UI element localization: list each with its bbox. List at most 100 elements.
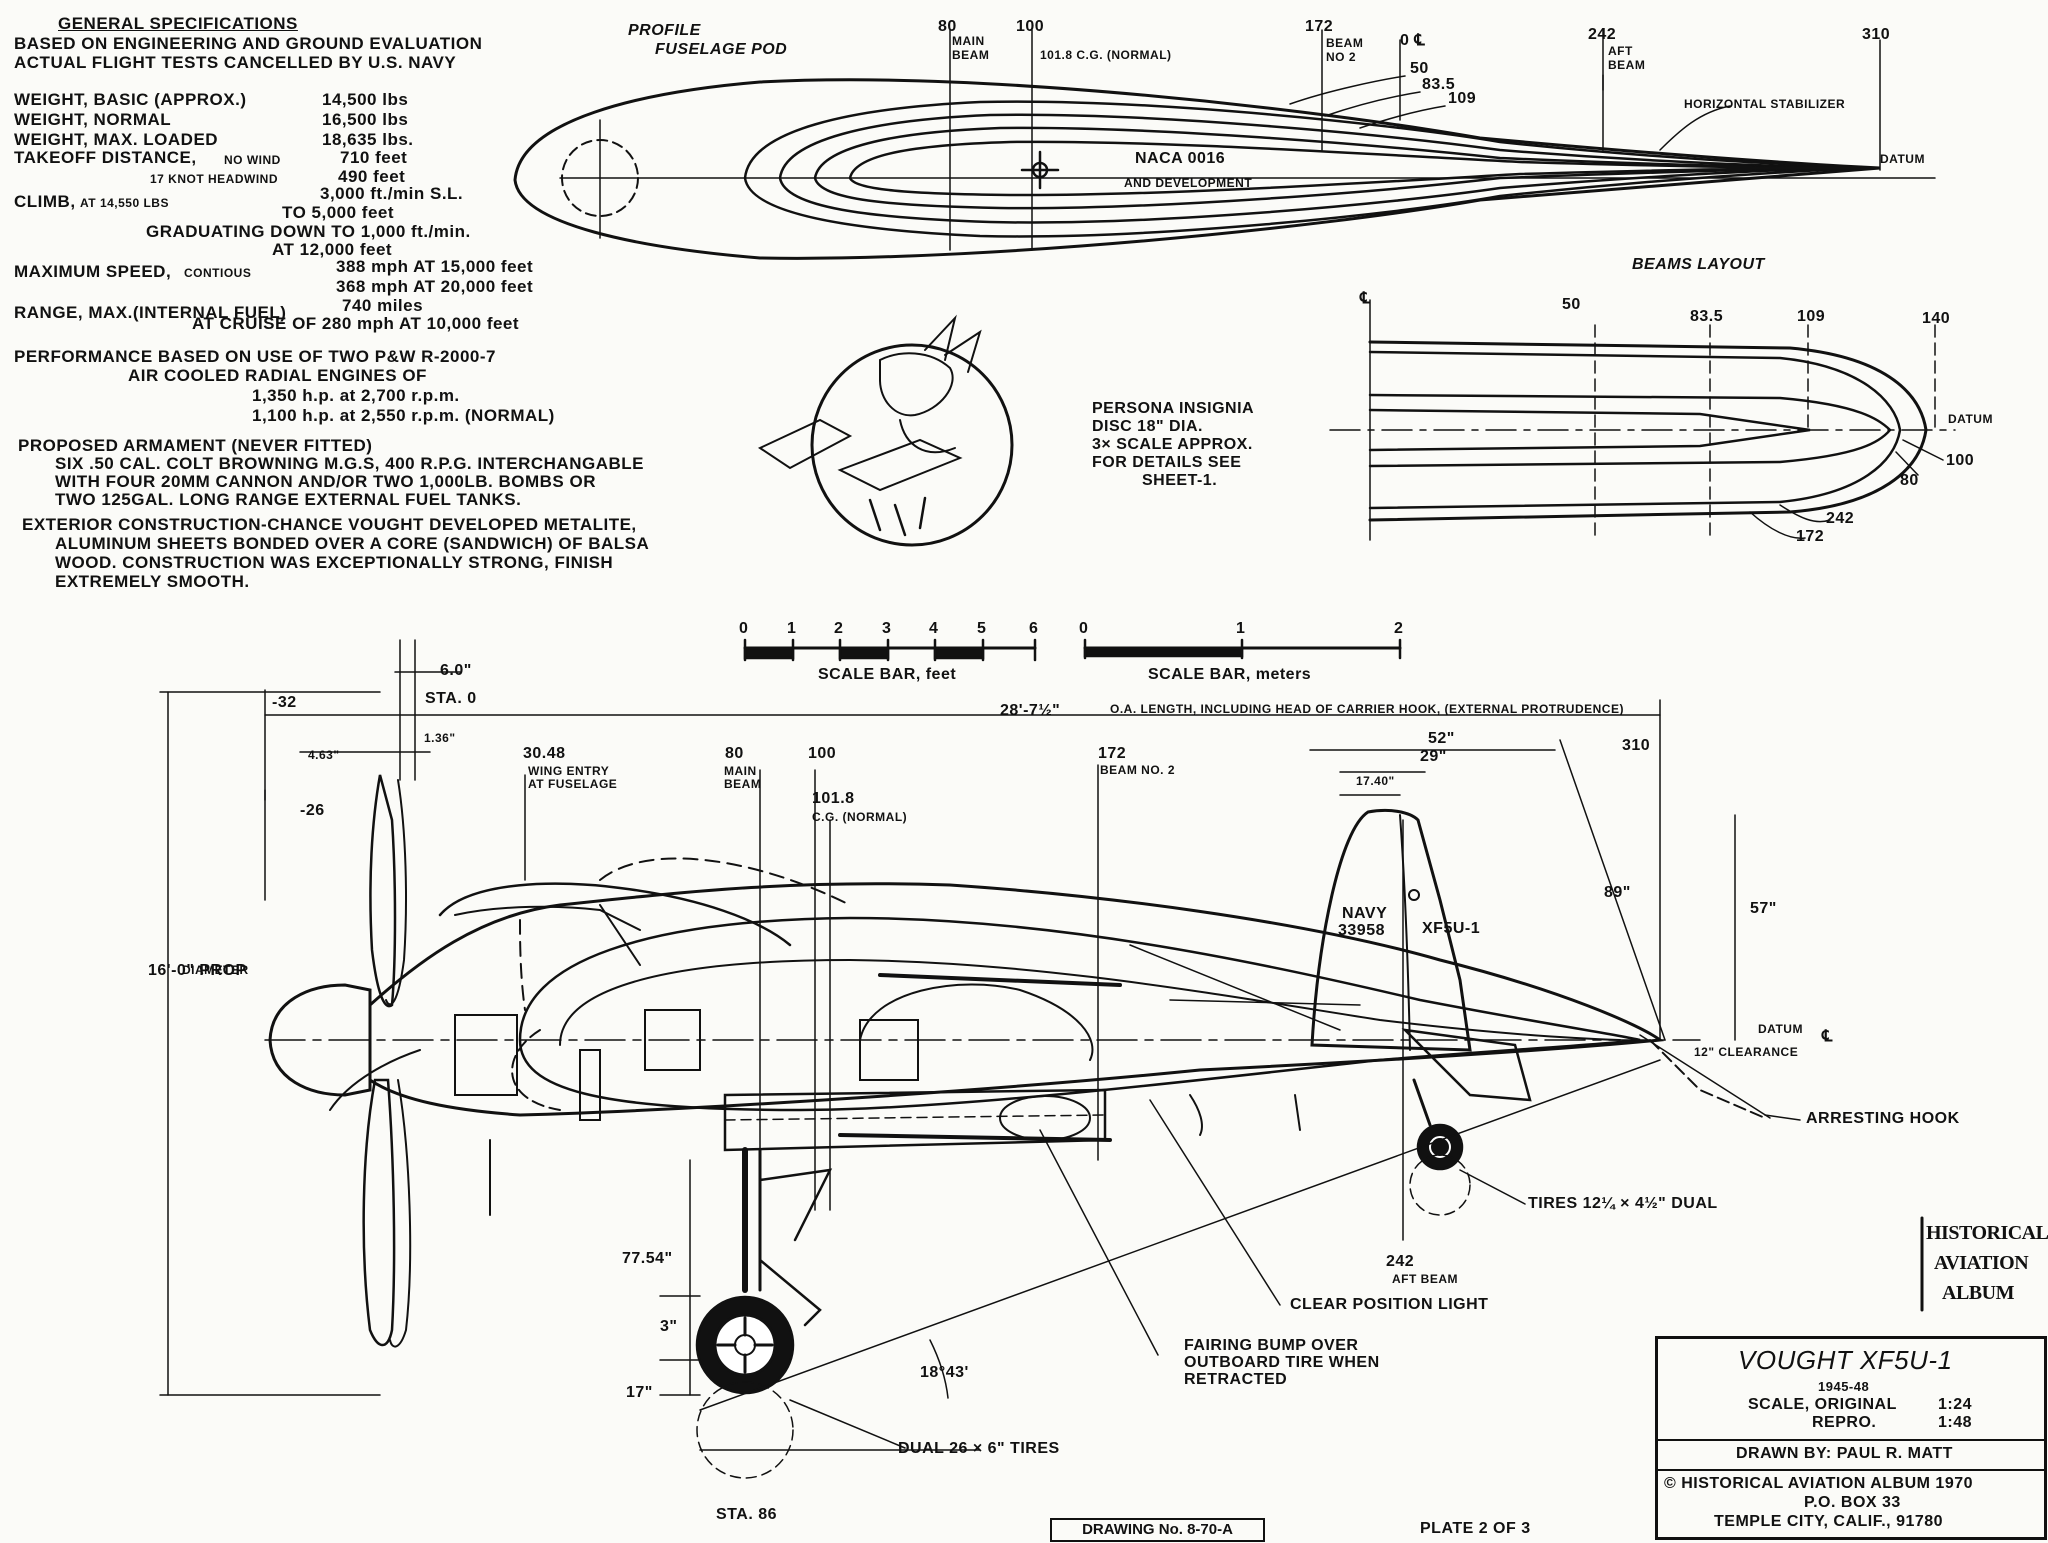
scale-bars: [743, 638, 1402, 662]
takeoff-note: NO WIND: [224, 153, 281, 167]
title-drawn-by: DRAWN BY: PAUL R. MATT: [1736, 1445, 1953, 1462]
scale-m-label: SCALE BAR, meters: [1148, 666, 1312, 683]
arresting-hook-label: ARRESTING HOOK: [1806, 1110, 1960, 1127]
climb-line-3: AT 12,000 feet: [272, 240, 393, 259]
side-aft-beam: AFT BEAM: [1392, 1272, 1458, 1286]
side-sta-172: 172: [1098, 745, 1127, 762]
profile-sta-242: 242: [1588, 26, 1617, 43]
weight-max-value: 18,635 lbs.: [322, 130, 414, 149]
tail-serial: 33958: [1338, 922, 1385, 939]
historical-aviation-album-stamp: HISTORICAL AVIATION ALBUM: [1920, 1214, 2048, 1314]
scale-feet-label: SCALE BAR, feet: [818, 666, 957, 683]
beams-label-80: 80: [1900, 472, 1919, 489]
side-centerline: ℄: [1822, 1028, 1833, 1045]
sta-86-label: STA. 86: [716, 1506, 777, 1523]
profile-main-beam-1: MAIN: [952, 34, 985, 48]
profile-aft-beam-2: BEAM: [1608, 58, 1646, 72]
side-sta-100: 100: [808, 745, 837, 762]
fuselage-pod-profile: [513, 29, 1936, 260]
title-po-box: P.O. BOX 33: [1804, 1494, 1901, 1511]
dim-77-54: 77.54": [622, 1250, 673, 1267]
dim-1-36: 1.36": [424, 731, 456, 745]
title-scale-label: SCALE, ORIGINAL: [1748, 1396, 1897, 1413]
range-value: 740 miles: [342, 296, 424, 315]
armament-1: PROPOSED ARMAMENT (NEVER FITTED): [18, 436, 373, 455]
insignia-line-2: DISC 18" DIA.: [1092, 418, 1203, 435]
profile-sta-80: 80: [938, 18, 957, 35]
max-speed-value-2: 368 mph AT 20,000 feet: [336, 277, 534, 296]
side-main-beam-2: BEAM: [724, 777, 762, 791]
scale-feet-tick-6: 6: [1029, 620, 1039, 637]
beams-layout-diagram: [1329, 299, 1956, 541]
takeoff-headwind-value: 490 feet: [338, 167, 406, 186]
wing-entry-note-1: WING ENTRY: [528, 764, 610, 778]
beams-label-50: 50: [1562, 296, 1581, 313]
weight-normal-label: WEIGHT, NORMAL: [14, 110, 172, 129]
profile-sta-172: 172: [1305, 18, 1334, 35]
position-light-label: CLEAR POSITION LIGHT: [1290, 1296, 1489, 1313]
exterior-3: WOOD. CONSTRUCTION WAS EXCEPTIONALLY STR…: [55, 553, 614, 572]
insignia-line-5: SHEET-1.: [1142, 472, 1218, 489]
horizontal-stabilizer-label: HORIZONTAL STABILIZER: [1684, 97, 1846, 111]
scale-feet-tick-5: 5: [977, 620, 987, 637]
scale-m-tick-2: 2: [1394, 620, 1404, 637]
specs-intro-1: BASED ON ENGINEERING AND GROUND EVALUATI…: [14, 34, 483, 53]
persona-insignia-disc: [757, 314, 1014, 547]
weight-basic-label: WEIGHT, BASIC (Approx.): [14, 90, 247, 109]
overall-length-note: O.A. LENGTH, INCLUDING HEAD OF CARRIER H…: [1110, 702, 1624, 716]
stamp-line-1: HISTORICAL: [1926, 1222, 2048, 1244]
title-scale-original: 1:24: [1938, 1396, 1973, 1413]
side-main-beam-1: MAIN: [724, 764, 757, 778]
beams-label-242: 242: [1826, 510, 1855, 527]
profile-title-2: FUSELAGE POD: [655, 41, 788, 58]
dim-89: 89": [1604, 884, 1631, 901]
scale-feet-tick-2: 2: [834, 620, 844, 637]
climb-note: AT 14,550 lbs: [80, 196, 169, 210]
insignia-line-4: FOR DETAILS SEE: [1092, 454, 1242, 471]
fairing-bump-2: OUTBOARD TIRE WHEN: [1184, 1354, 1380, 1371]
insignia-line-1: PERSONA INSIGNIA: [1092, 400, 1255, 417]
beams-title: BEAMS LAYOUT: [1632, 256, 1765, 273]
tail-clearance: 12" CLEARANCE: [1694, 1045, 1799, 1059]
drawing-number: DRAWING No. 8-70-A: [1050, 1518, 1265, 1542]
beams-centerline: ℄: [1360, 290, 1371, 307]
range-label: RANGE, MAX.(INTERNAL FUEL): [14, 303, 287, 322]
fairing-bump-1: FAIRING BUMP OVER: [1184, 1337, 1359, 1354]
side-beam2-note: BEAM No. 2: [1100, 763, 1176, 777]
fairing-bump-3: RETRACTED: [1184, 1371, 1288, 1388]
aircraft-side-view: [159, 639, 1801, 1479]
takeoff-value: 710 feet: [340, 148, 408, 167]
climb-label: CLIMB,: [14, 192, 76, 211]
profile-beam2-2: No 2: [1326, 50, 1357, 64]
main-tires-label: DUAL 26 × 6" TIRES: [898, 1440, 1060, 1457]
title-scale-repro: 1:48: [1938, 1414, 1973, 1431]
max-speed-label: MAXIMUM SPEED,: [14, 262, 172, 281]
wing-entry-note-2: AT FUSELAGE: [528, 777, 618, 791]
side-sta-80: 80: [725, 745, 744, 762]
beams-datum: DATUM: [1948, 412, 1993, 426]
angle-18-43: 18°43': [920, 1364, 969, 1381]
max-speed-note: CONTIOUS: [184, 266, 252, 280]
performance-2: AIR COOLED RADIAL ENGINES OF: [128, 366, 427, 385]
dim-52: 52": [1428, 730, 1455, 747]
tail-tires-label: TIRES 12¼ × 4½" DUAL: [1528, 1195, 1718, 1212]
climb-line-2: GRADUATING DOWN TO 1,000 ft./min.: [146, 222, 471, 241]
exterior-1: EXTERIOR CONSTRUCTION-CHANCE VOUGHT DEVE…: [22, 515, 637, 534]
tail-model: XF5U-1: [1422, 920, 1481, 937]
naca-sub-label: AND DEVELOPMENT: [1124, 176, 1253, 190]
scale-m-tick-1: 1: [1236, 620, 1246, 637]
weight-basic-value: 14,500 lbs: [322, 90, 409, 109]
profile-contour-835: 83.5: [1422, 76, 1456, 93]
profile-contour-50: 50: [1410, 60, 1429, 77]
armament-3: WITH FOUR 20mm CANNON AND/OR TWO 1,000lb…: [55, 472, 596, 491]
dim-3: 3": [660, 1318, 678, 1335]
profile-beam2-1: BEAM: [1326, 36, 1364, 50]
performance-3: 1,350 h.p. at 2,700 r.p.m.: [252, 386, 460, 405]
weight-max-label: WEIGHT, MAX. LOADED: [14, 130, 219, 149]
dim-57: 57": [1750, 900, 1777, 917]
side-sta-101-8: 101.8: [812, 790, 855, 807]
insignia-line-3: 3× SCALE APPROX.: [1092, 436, 1253, 453]
profile-cg: 101.8 C.G. (NORMAL): [1040, 48, 1172, 62]
beams-label-100: 100: [1946, 452, 1975, 469]
